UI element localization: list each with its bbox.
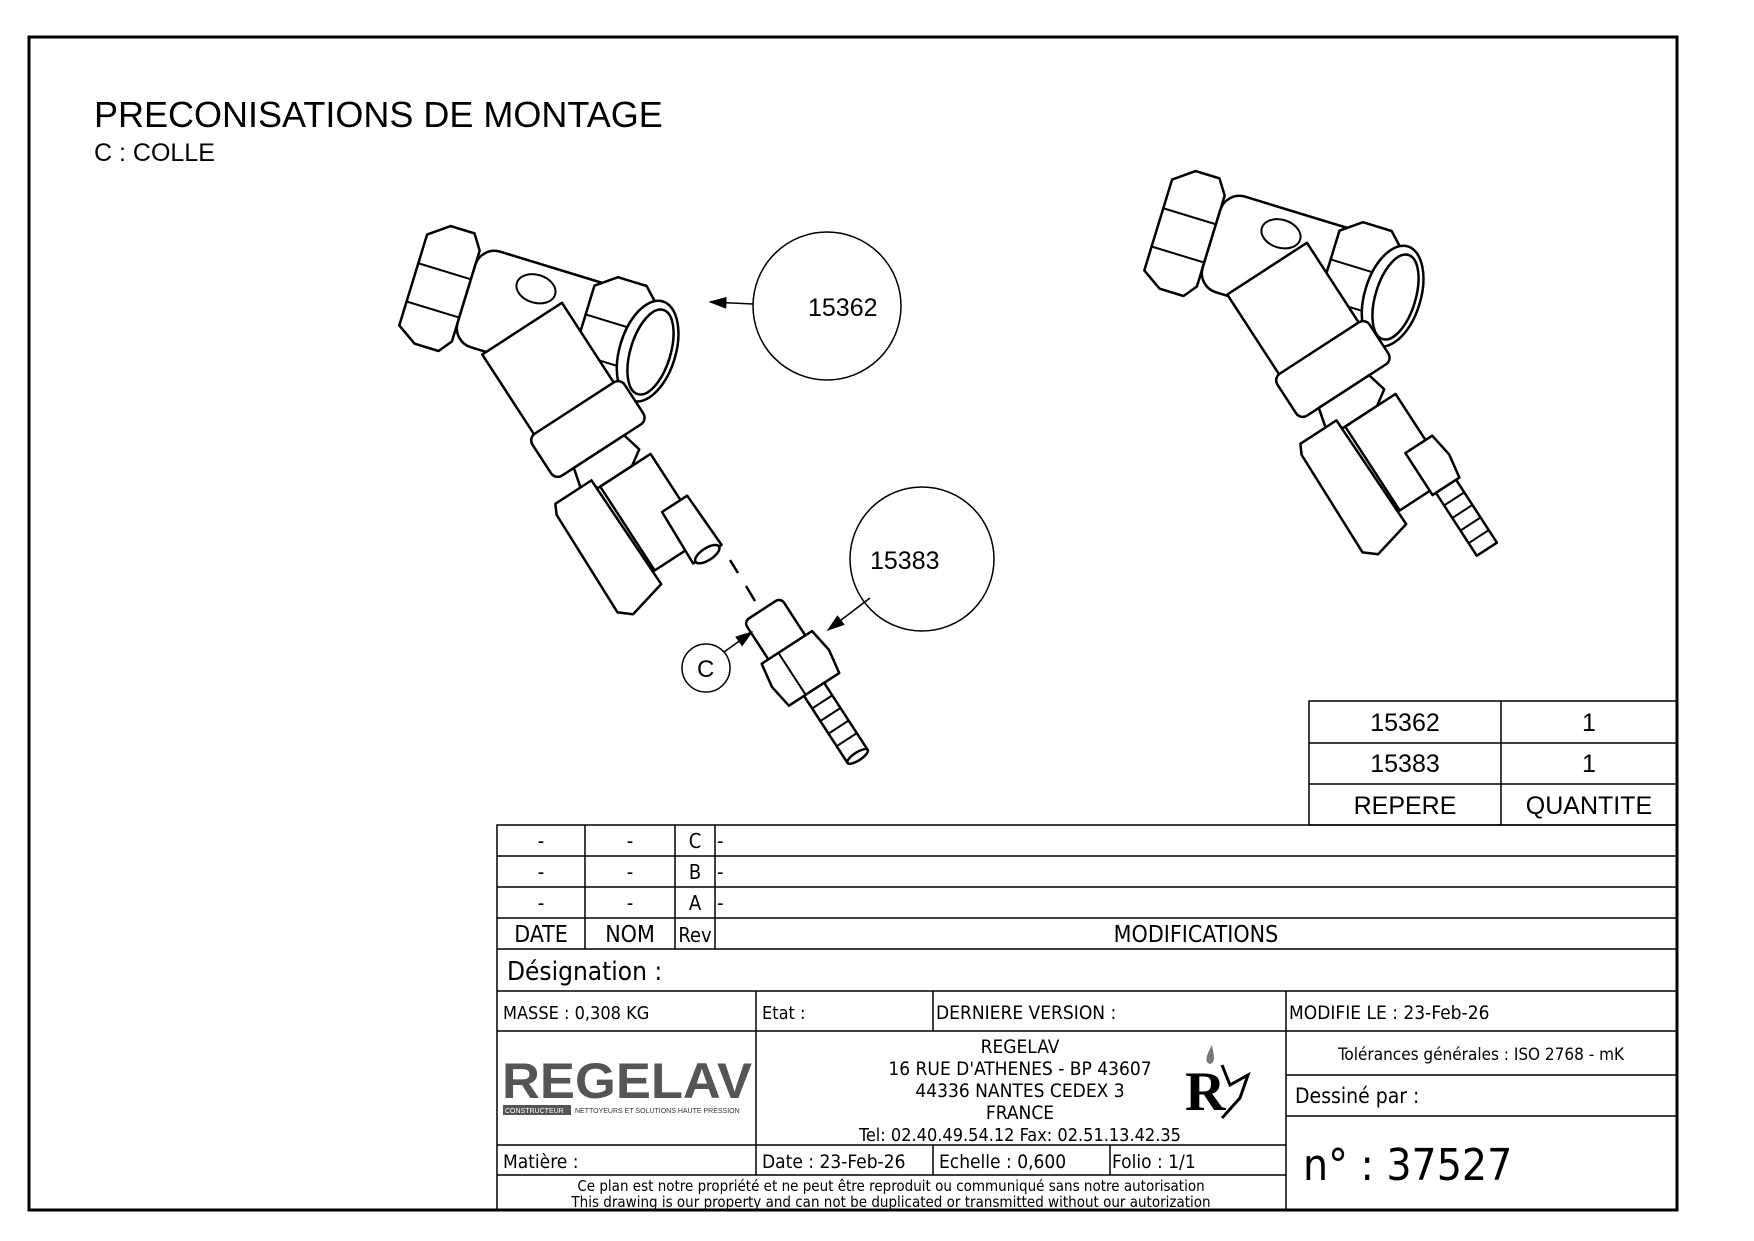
- svg-text:R: R: [1185, 1061, 1226, 1123]
- revision-date: -: [538, 860, 545, 884]
- etat-field: Etat :: [762, 1003, 805, 1024]
- folio-field: Folio : 1/1: [1112, 1151, 1196, 1173]
- revision-row-c: - - C -: [538, 829, 724, 853]
- revision-rev: A: [689, 891, 702, 915]
- callout-label: 15383: [870, 547, 940, 575]
- callout-label: C: [697, 656, 714, 683]
- modifie-le-field: MODIFIE LE : 23-Feb-26: [1289, 1002, 1489, 1024]
- regelav-logo: REGELAV CONSTRUCTEUR NETTOYEURS ET SOLUT…: [502, 1053, 753, 1115]
- valve-assembled-view: [1143, 169, 1499, 557]
- revision-modification: -: [717, 860, 724, 884]
- header-modifications: MODIFICATIONS: [1114, 922, 1279, 948]
- callout-colle: C: [681, 631, 754, 693]
- logo-wordmark: REGELAV: [502, 1053, 753, 1109]
- derniere-version-field: DERNIERE VERSION :: [936, 1002, 1116, 1024]
- date-field: Date : 23-Feb-26: [762, 1151, 905, 1173]
- revision-rev: B: [689, 860, 701, 884]
- parts-repere: 15383: [1370, 750, 1440, 778]
- parts-quantite: 1: [1582, 750, 1596, 778]
- designation-label: Désignation :: [507, 957, 662, 987]
- parts-repere: 15362: [1370, 709, 1440, 737]
- drawing-number: n° : 37527: [1303, 1140, 1512, 1191]
- revision-date: -: [538, 829, 545, 853]
- revision-nom: -: [627, 860, 634, 884]
- callout-15383: 15383: [826, 486, 995, 632]
- parts-header-quantite: QUANTITE: [1526, 792, 1652, 820]
- valve-exploded-view: [398, 224, 870, 766]
- logo-tagline: NETTOYEURS ET SOLUTIONS HAUTE PRESSION: [575, 1108, 740, 1115]
- company-contact: Tel: 02.40.49.54.12 Fax: 02.51.13.42.35: [858, 1125, 1181, 1146]
- revision-nom: -: [627, 829, 634, 853]
- callout-15362: 15362: [708, 231, 902, 381]
- header-nom: NOM: [605, 922, 655, 948]
- revision-rev: C: [689, 829, 702, 853]
- revision-modification: -: [717, 829, 724, 853]
- regelav-emblem-icon: R: [1185, 1045, 1251, 1123]
- tolerances-field: Tolérances générales : ISO 2768 - mK: [1337, 1045, 1625, 1065]
- revision-row-b: - - B -: [538, 860, 724, 884]
- property-notice-fr: Ce plan est notre propriété et ne peut ê…: [577, 1177, 1204, 1195]
- company-address-1: 16 RUE D'ATHENES - BP 43607: [888, 1058, 1151, 1080]
- callout-label: 15362: [808, 294, 878, 322]
- sheet-border: [27, 35, 1679, 1212]
- revision-nom: -: [627, 891, 634, 915]
- company-country: FRANCE: [986, 1102, 1054, 1124]
- revision-row-a: - - A -: [538, 891, 724, 915]
- revision-date: -: [538, 891, 545, 915]
- header-date: DATE: [514, 922, 568, 948]
- header-rev: Rev: [678, 923, 712, 947]
- echelle-field: Echelle : 0,600: [939, 1151, 1066, 1173]
- title-block-grid: [496, 824, 1678, 1211]
- matiere-field: Matière :: [503, 1151, 579, 1173]
- page-subtitle: C : COLLE: [94, 139, 215, 167]
- company-name: REGELAV: [981, 1036, 1060, 1058]
- logo-badge: CONSTRUCTEUR: [505, 1108, 564, 1115]
- parts-quantite: 1: [1582, 709, 1596, 737]
- parts-header-repere: REPERE: [1354, 792, 1457, 820]
- dessine-par-field: Dessiné par :: [1295, 1084, 1419, 1108]
- revision-modification: -: [717, 891, 724, 915]
- property-notice-en: This drawing is our property and can not…: [570, 1193, 1210, 1211]
- page-title: PRECONISATIONS DE MONTAGE: [94, 94, 663, 135]
- masse-field: MASSE : 0,308 KG: [503, 1003, 649, 1024]
- company-address-2: 44336 NANTES CEDEX 3: [915, 1080, 1124, 1102]
